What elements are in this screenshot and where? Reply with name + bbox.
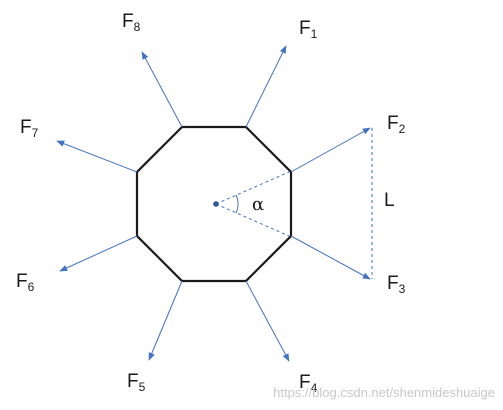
force-label-f1: F1 [299,18,318,41]
center-point [213,201,219,207]
force-label-f8: F8 [122,11,141,34]
force-label-f2: F2 [387,113,406,136]
force-label-f3: F3 [387,273,406,296]
force-arrow-f8 [141,51,183,128]
force-arrow-f5 [148,280,183,361]
force-arrow-f2 [290,127,371,173]
force-arrow-f1 [245,45,287,128]
angle-arc [235,194,239,214]
force-label-f4: F4 [299,372,318,395]
force-label-f6: F6 [16,271,35,294]
force-arrow-f3 [290,235,371,280]
dashed-center-to-lower [215,203,290,237]
angle-label: α [252,194,264,215]
force-arrow-f4 [245,280,290,362]
dashed-center-to-upper [215,171,290,205]
length-label: L [384,190,395,211]
force-arrow-f6 [59,235,138,272]
force-label-f5: F5 [127,371,146,394]
force-arrow-f7 [56,140,138,173]
watermark: https://blog.csdn.net/shenmideshuaige [273,385,495,400]
force-label-f7: F7 [20,117,39,140]
